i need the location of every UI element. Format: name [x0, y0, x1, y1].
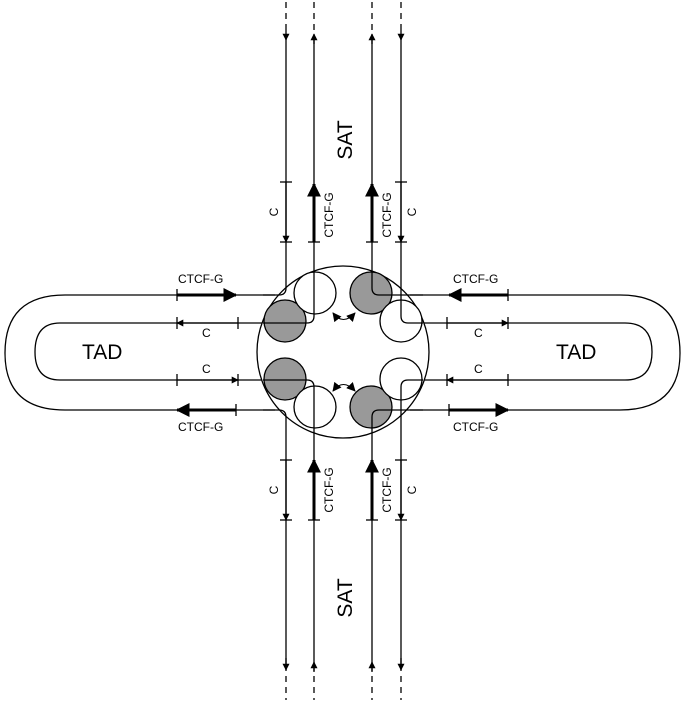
sat-label-bottom: SAT [334, 578, 357, 617]
c-label-vertical: C [267, 207, 281, 216]
tad-label-left: TAD [82, 341, 122, 364]
c-label-vertical: C [405, 485, 419, 494]
ctcf-g-segments-horizontal [175, 288, 510, 417]
c-label-vertical: C [267, 485, 281, 494]
sat-label-top: SAT [334, 120, 357, 159]
ctcf-g-label: CTCF-G [453, 420, 498, 434]
tad-loop-right [410, 294, 681, 411]
c-label: C [202, 362, 211, 376]
interaction-arrows [332, 312, 356, 392]
ctcf-g-label-vertical: CTCF-G [322, 192, 336, 237]
ctcf-g-segments-vertical [307, 182, 379, 520]
protein-circles-open [293, 271, 423, 429]
loop-anchor-hub [256, 265, 430, 439]
c-label-vertical: C [405, 207, 419, 216]
ctcf-g-label-vertical: CTCF-G [380, 467, 394, 512]
c-segments-horizontal [176, 317, 509, 386]
c-label: C [474, 326, 483, 340]
c-segments-vertical [280, 181, 407, 521]
tad-loop-left [4, 294, 275, 411]
ctcf-g-label: CTCF-G [178, 272, 223, 286]
c-label: C [202, 326, 211, 340]
tad-label-right: TAD [556, 341, 596, 364]
ctcf-g-label-vertical: CTCF-G [380, 192, 394, 237]
protein-circles-filled [263, 271, 393, 429]
strand-direction-arrows [282, 30, 405, 672]
ctcf-g-label-vertical: CTCF-G [322, 467, 336, 512]
ctcf-g-label: CTCF-G [178, 420, 223, 434]
c-label: C [474, 362, 483, 376]
diagram-labels: TAD TAD SAT SAT CTCF-G CTCF-G CTCF-G CTC… [82, 120, 596, 617]
ctcf-g-label: CTCF-G [453, 272, 498, 286]
